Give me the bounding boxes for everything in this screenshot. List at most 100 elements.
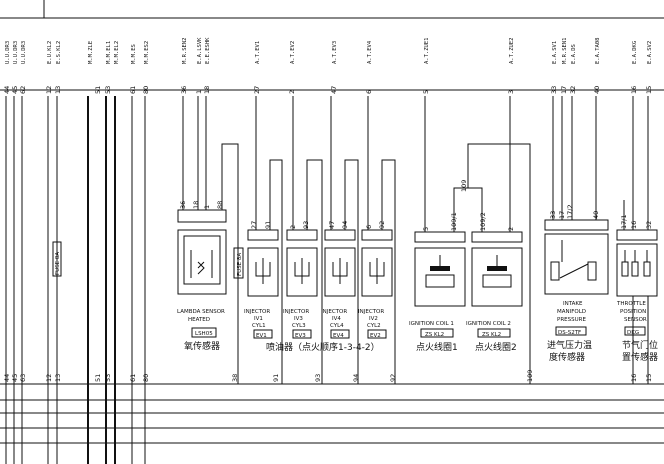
pin-number: 27 xyxy=(250,221,258,229)
component-code: ZS KL2 xyxy=(482,332,501,338)
signal-label: U.U.DR3 xyxy=(5,41,11,64)
pin-number: 38 xyxy=(231,374,239,382)
pin-number: 15 xyxy=(645,86,653,94)
signal-label: M.M.EL1 xyxy=(106,41,112,64)
component-code: DS-S2TF xyxy=(558,330,581,336)
pin-number: 92 xyxy=(389,374,397,382)
component-title: IV3 xyxy=(294,316,303,322)
signal-label: E.A.TA08 xyxy=(595,38,601,65)
component-title: SENSOR xyxy=(624,317,647,323)
component-code: EV4 xyxy=(333,333,344,339)
pin-number: 92 xyxy=(378,221,386,229)
pin-number: 32 xyxy=(645,221,653,229)
signal-label: E.S.KL2 xyxy=(56,41,62,64)
signal-label: M.M.ZLE xyxy=(88,41,94,64)
component-cn-label: 氧传感器 xyxy=(184,340,220,352)
pin-number: 1 xyxy=(203,205,211,209)
component-title: IGNITION COIL 2 xyxy=(466,321,511,327)
signal-label: E.A.SV1 xyxy=(552,41,558,64)
component-title: INTAKE xyxy=(563,301,583,307)
signal-label: E.A.SV2 xyxy=(647,41,653,64)
component-cn-label: 度传感器 xyxy=(549,351,585,363)
component-title: CYL1 xyxy=(252,323,266,329)
signal-label: M.M.ES2 xyxy=(144,41,150,64)
pin-number: 33 xyxy=(549,211,557,219)
junction-label: 109 xyxy=(460,180,468,192)
component-title: INJECTOR xyxy=(244,309,270,315)
pin-number: 16 xyxy=(630,374,638,382)
pin-number: 17 xyxy=(560,86,568,94)
pin-number: 5 xyxy=(422,227,430,231)
pin-number: 94 xyxy=(341,221,349,229)
pin-number: 47 xyxy=(328,221,336,229)
pin-number: 12 xyxy=(45,374,53,382)
pin-number: 2 xyxy=(289,225,297,229)
pin-number: 13 xyxy=(54,86,62,94)
pin-number: 36 xyxy=(179,201,187,209)
component-code: EV3 xyxy=(295,333,306,339)
component-title: IGNITION COIL 1 xyxy=(409,321,454,327)
pin-number: 45 xyxy=(11,86,19,94)
signal-label: E.E.ESHK xyxy=(205,37,211,64)
component-title: INJECTOR xyxy=(321,309,347,315)
pin-number: 51 xyxy=(94,86,102,94)
component-title: IV4 xyxy=(332,316,341,322)
bottom-pin-numbers: 44 45 63 12 13 51 53 61 80 38 91 93 94 9… xyxy=(3,370,653,382)
injector-1: 27 91 INJECTOR IV1 CYL1 EV1 xyxy=(244,96,283,384)
junction-109: 109 xyxy=(453,143,531,384)
pin-number: 36 xyxy=(180,86,188,94)
pin-number: 32 xyxy=(569,86,577,94)
pin-number: 51 xyxy=(94,374,102,382)
pin-number: 13 xyxy=(54,374,62,382)
signal-label: M.R.SEN2 xyxy=(182,38,188,65)
pin-number: 15 xyxy=(645,374,653,382)
signal-label: E.A.DKG xyxy=(632,41,638,64)
top-pin-numbers: 44 45 62 12 13 51 53 61 80 36 1 18 27 2 … xyxy=(3,86,653,94)
fuse-injector: FUSE 8A xyxy=(233,247,244,279)
pin-number: 2 xyxy=(288,90,296,94)
component-code: EV1 xyxy=(256,333,267,339)
signal-label: M.M.EL2 xyxy=(114,41,120,64)
injector-2: 6 92 INJECTOR IV2 CYL2 EV2 xyxy=(358,96,396,384)
component-title: IV1 xyxy=(254,316,263,322)
signal-label: A.T.ZUE2 xyxy=(509,38,515,65)
pin-number: 91 xyxy=(264,221,272,229)
frame xyxy=(0,0,664,444)
signal-label: E.A.DS xyxy=(571,44,577,64)
pin-number: 45 xyxy=(11,374,19,382)
component-cn-label: 点火线圈2 xyxy=(475,341,517,353)
component-cn-label: 节气门位 xyxy=(622,339,658,351)
injector-4: 47 94 INJECTOR IV4 CYL4 EV4 xyxy=(321,96,359,384)
pin-number: 3 xyxy=(507,90,515,94)
pin-number: 93 xyxy=(302,221,310,229)
throttle-position-sensor: 17/1 16 32 THROTTLE POSITION SENSOR DKG … xyxy=(616,96,658,363)
component-code: ZS KL2 xyxy=(425,332,444,338)
lambda-sensor: 36 18 1 88 LAMBDA SENSOR HEATED LSH05 氧传… xyxy=(177,96,239,384)
pin-number: 40 xyxy=(592,211,600,219)
component-code: LSH05 xyxy=(195,331,213,337)
pin-number: 61 xyxy=(129,86,137,94)
lower-wires xyxy=(632,296,649,384)
pin-number: 17/2 xyxy=(566,204,574,219)
signal-label: E.U.KL2 xyxy=(47,41,53,64)
component-title: LAMBDA SENSOR xyxy=(177,309,225,315)
injector-3: 2 93 INJECTOR IV3 CYL3 EV3 xyxy=(283,96,323,384)
fuse-label: FUSE 8A xyxy=(55,252,61,275)
pin-number: 6 xyxy=(365,90,373,94)
component-cn-label: 进气压力温 xyxy=(547,339,592,351)
component-title: HEATED xyxy=(188,317,210,323)
signal-label: A.T.EV4 xyxy=(367,40,373,64)
pin-number: 27 xyxy=(253,86,261,94)
pin-number: 40 xyxy=(593,86,601,94)
fuse-left: FUSE 8A xyxy=(52,241,62,277)
signal-label: A.T.ZUE1 xyxy=(424,38,430,65)
pin-number: 88 xyxy=(216,201,224,209)
pin-number: 93 xyxy=(314,374,322,382)
fuse-label: FUSE 8A xyxy=(237,253,243,276)
pin-number: 91 xyxy=(272,374,280,382)
signal-label: A.T.EV1 xyxy=(255,41,261,64)
intake-manifold-pressure-sensor: 33 17 17/2 40 INTAKE MANIFOLD PRESSURE D… xyxy=(544,96,609,363)
pin-number: 109/1 xyxy=(450,212,458,231)
signal-label: E.A.LSVK xyxy=(197,37,203,64)
